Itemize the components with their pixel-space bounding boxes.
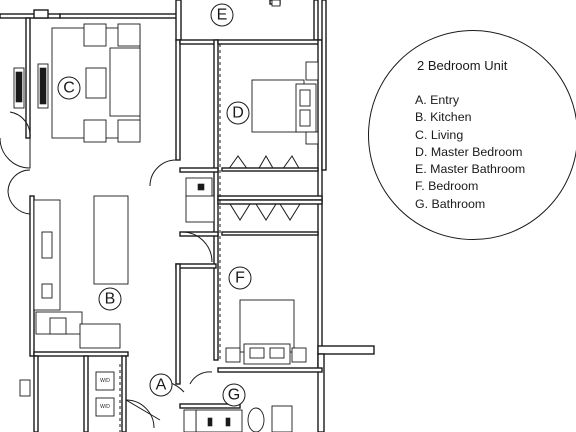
svg-text:D: D [232,105,244,122]
marker-f: F [228,266,252,290]
marker-c: C [57,76,81,100]
legend-list: A. Entry B. Kitchen C. Living D. Master … [415,92,525,213]
svg-text:A: A [156,377,167,394]
svg-text:B: B [105,291,116,308]
legend-item-bathroom: G. Bathroom [415,196,486,211]
legend-item-kitchen: B. Kitchen [415,110,472,125]
marker-a: A [149,373,173,397]
washer-dryer: W/D W/D [95,364,121,432]
marker-b: B [98,287,122,311]
closet-fixtures [185,177,215,223]
svg-text:G: G [228,387,240,404]
bathroom-fixtures [183,405,293,432]
svg-text:F: F [235,270,245,287]
dryer-label: W/D [100,404,110,410]
bedroom-furniture [221,203,319,365]
room-markers: E C D F B A G [57,3,252,407]
legend-item-master-bathroom: E. Master Bathroom [415,162,526,177]
marker-g: G [222,383,246,407]
legend-item-entry: A. Entry [415,93,460,107]
master-bath-fixtures [271,0,281,7]
legend-item-living: C. Living [415,127,464,142]
walls [0,0,375,432]
legend-circle: 2 Bedroom Unit A. Entry B. Kitchen C. Li… [368,30,576,240]
marker-e: E [210,3,234,27]
marker-d: D [226,101,250,125]
legend-item-master-bedroom: D. Master Bedroom [415,144,523,159]
svg-text:E: E [217,7,228,24]
svg-text:C: C [63,80,75,97]
washer-label: W/D [100,378,110,384]
legend-title: 2 Bedroom Unit [417,58,508,73]
legend-item-bedroom: F. Bedroom [415,179,479,194]
kitchen-furniture [19,195,129,397]
master-bedroom-furniture [221,61,319,172]
